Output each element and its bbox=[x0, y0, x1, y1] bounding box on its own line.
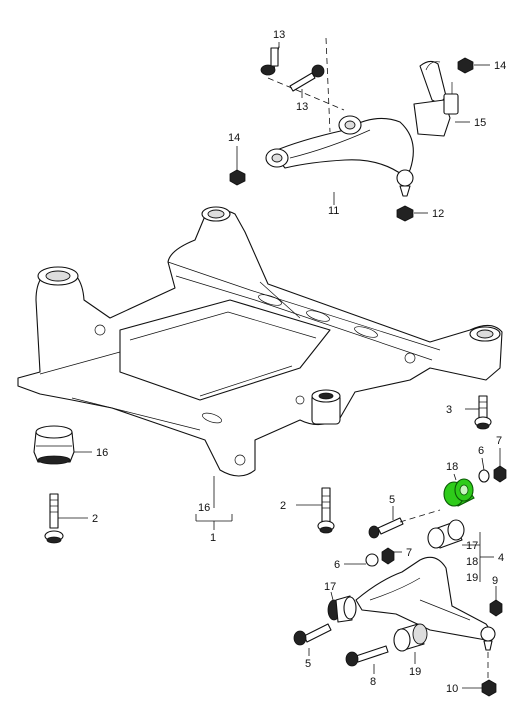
bolt-8 bbox=[345, 645, 389, 667]
bolt-2-left bbox=[44, 493, 64, 544]
callout-6-mid: 6 bbox=[334, 559, 340, 571]
callout-5-upper: 5 bbox=[389, 494, 395, 506]
callout-18-right: 18 bbox=[466, 556, 478, 568]
callout-13-lower: 13 bbox=[296, 101, 308, 113]
callout-5-lower: 5 bbox=[305, 658, 311, 670]
callout-6-right: 6 bbox=[478, 445, 484, 457]
callout-16-group: 16 bbox=[198, 502, 210, 514]
callout-17-right: 17 bbox=[466, 540, 478, 552]
callout-3: 3 bbox=[446, 404, 452, 416]
sensor-bracket-15 bbox=[413, 60, 459, 137]
nut-9 bbox=[489, 599, 503, 617]
bolt-5-upper bbox=[368, 517, 404, 539]
bolt-2-center bbox=[317, 487, 335, 534]
bushing-17-right bbox=[427, 519, 465, 549]
callout-11: 11 bbox=[328, 205, 339, 217]
callout-10: 10 bbox=[446, 683, 458, 695]
callout-17-left: 17 bbox=[324, 581, 336, 593]
callout-7-right: 7 bbox=[496, 435, 502, 447]
callout-18-top: 18 bbox=[446, 461, 458, 473]
bolt-5-lower bbox=[293, 623, 332, 646]
nut-7-mid bbox=[381, 547, 395, 565]
callout-9: 9 bbox=[492, 575, 498, 587]
callout-12: 12 bbox=[432, 208, 444, 220]
leader-lines bbox=[58, 42, 501, 689]
callout-7-mid: 7 bbox=[406, 547, 412, 559]
nut-12 bbox=[396, 205, 414, 222]
callout-4: 4 bbox=[498, 552, 504, 564]
bushing-18-highlighted bbox=[443, 478, 475, 507]
callout-2-left: 2 bbox=[92, 513, 98, 525]
callout-8: 8 bbox=[370, 676, 376, 688]
callout-labels: 13 13 14 14 15 11 12 3 16 2 16 1 2 6 7 1… bbox=[92, 29, 506, 695]
washer-6-mid bbox=[365, 553, 379, 567]
callout-14-left: 14 bbox=[228, 132, 240, 144]
washer-6-right bbox=[478, 469, 490, 483]
callout-19-lower: 19 bbox=[409, 666, 421, 678]
callout-13-upper: 13 bbox=[273, 29, 285, 41]
bushing-19 bbox=[393, 623, 428, 652]
nut-14-left bbox=[229, 169, 246, 186]
callout-19-right: 19 bbox=[466, 572, 478, 584]
nut-14-right bbox=[457, 57, 474, 74]
callout-1: 1 bbox=[210, 532, 216, 544]
callout-15: 15 bbox=[474, 117, 486, 129]
bolt-13-upper bbox=[260, 45, 280, 76]
upper-control-arm bbox=[265, 115, 414, 197]
nut-10 bbox=[481, 679, 497, 697]
bolt-3 bbox=[474, 395, 492, 430]
callout-14-right: 14 bbox=[494, 60, 506, 72]
bolt-13-lower bbox=[289, 64, 325, 98]
subframe-1 bbox=[17, 206, 503, 477]
lower-control-arm bbox=[355, 556, 496, 651]
mount-16 bbox=[33, 425, 75, 465]
bushing-17-left bbox=[327, 595, 357, 623]
lower-arm-group bbox=[293, 465, 507, 697]
upper-arm-group bbox=[229, 37, 474, 222]
nut-7-right bbox=[493, 465, 507, 483]
callout-16-mount: 16 bbox=[96, 447, 108, 459]
callout-2-center: 2 bbox=[280, 500, 286, 512]
